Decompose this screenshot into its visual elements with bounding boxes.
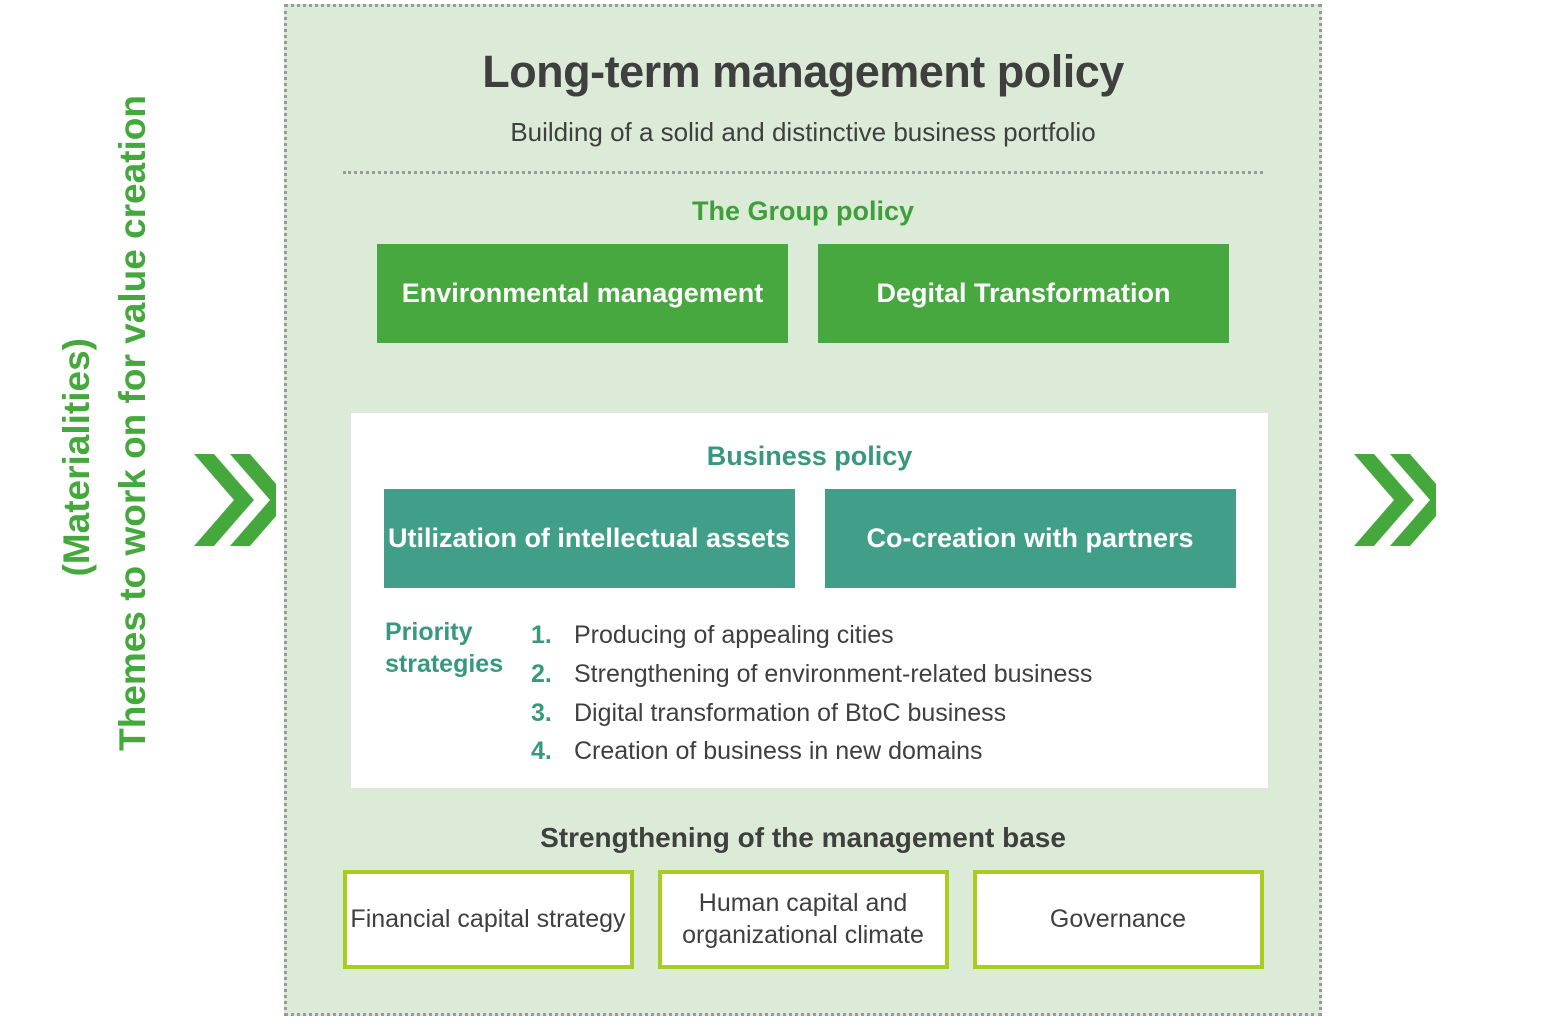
title-block: Long-term management policy Building of … xyxy=(287,7,1319,146)
management-base-box-human-capital[interactable]: Human capital and organizational climate xyxy=(657,870,949,969)
list-item: 4. Creation of business in new domains xyxy=(531,732,1268,771)
header-divider xyxy=(343,171,1263,175)
list-item-number: 3. xyxy=(531,698,552,727)
group-policy-box-row: Environmental management Degital Transfo… xyxy=(287,244,1319,344)
left-rail-main-label: Themes to work on for value creation xyxy=(112,95,153,751)
list-item-number: 2. xyxy=(531,659,552,688)
list-item: 3. Digital transformation of BtoC busine… xyxy=(531,694,1268,733)
left-rail: Themes to work on for value creation (Ma… xyxy=(0,0,190,1023)
priority-strategies-label: Priority strategies xyxy=(385,616,531,771)
list-item-number: 1. xyxy=(531,621,552,649)
list-item-text: Digital transformation of BtoC business xyxy=(574,698,1007,727)
priority-strategies-label-line1: Priority xyxy=(385,618,473,646)
management-base-section: Strengthening of the management base Fin… xyxy=(287,803,1319,969)
left-rail-sub-label: (Materialities) xyxy=(56,338,97,577)
management-base-heading: Strengthening of the management base xyxy=(540,822,1066,853)
list-item-text: Creation of business in new domains xyxy=(574,737,983,766)
priority-strategies-list: 1. Producing of appealing cities 2. Stre… xyxy=(531,616,1268,771)
list-item: 1. Producing of appealing cities xyxy=(531,616,1268,655)
page-title: Long-term management policy xyxy=(482,46,1124,97)
business-policy-heading: Business policy xyxy=(706,441,913,471)
business-policy-box-intellectual-assets[interactable]: Utilization of intellectual assets xyxy=(383,489,795,588)
list-item-text: Producing of appealing cities xyxy=(574,621,894,649)
list-item-text: Strengthening of environment-related bus… xyxy=(574,659,1093,688)
group-policy-box-environmental-management[interactable]: Environmental management xyxy=(377,244,788,344)
right-rail: Realization of our ideal vision xyxy=(1370,0,1560,1023)
priority-strategies-label-line2: strategies xyxy=(385,650,504,678)
business-policy-box-row: Utilization of intellectual assets Co-cr… xyxy=(351,489,1268,588)
business-policy-panel: Business policy Utilization of intellect… xyxy=(351,413,1268,788)
double-chevron-right-icon-left xyxy=(192,448,290,552)
management-base-box-financial-capital-strategy[interactable]: Financial capital strategy xyxy=(342,870,634,969)
management-base-box-governance[interactable]: Governance xyxy=(972,870,1264,969)
list-item-number: 4. xyxy=(531,737,552,766)
long-term-policy-panel: Long-term management policy Building of … xyxy=(284,4,1322,1016)
list-item: 2. Strengthening of environment-related … xyxy=(531,655,1268,694)
management-base-box-row: Financial capital strategy Human capital… xyxy=(287,870,1319,969)
business-policy-box-co-creation[interactable]: Co-creation with partners xyxy=(824,489,1236,588)
group-policy-heading: The Group policy xyxy=(691,196,914,227)
priority-strategies-row: Priority strategies 1. Producing of appe… xyxy=(351,616,1268,771)
group-policy-box-digital-transformation[interactable]: Degital Transformation xyxy=(818,244,1229,344)
page-subtitle: Building of a solid and distinctive busi… xyxy=(510,116,1096,147)
